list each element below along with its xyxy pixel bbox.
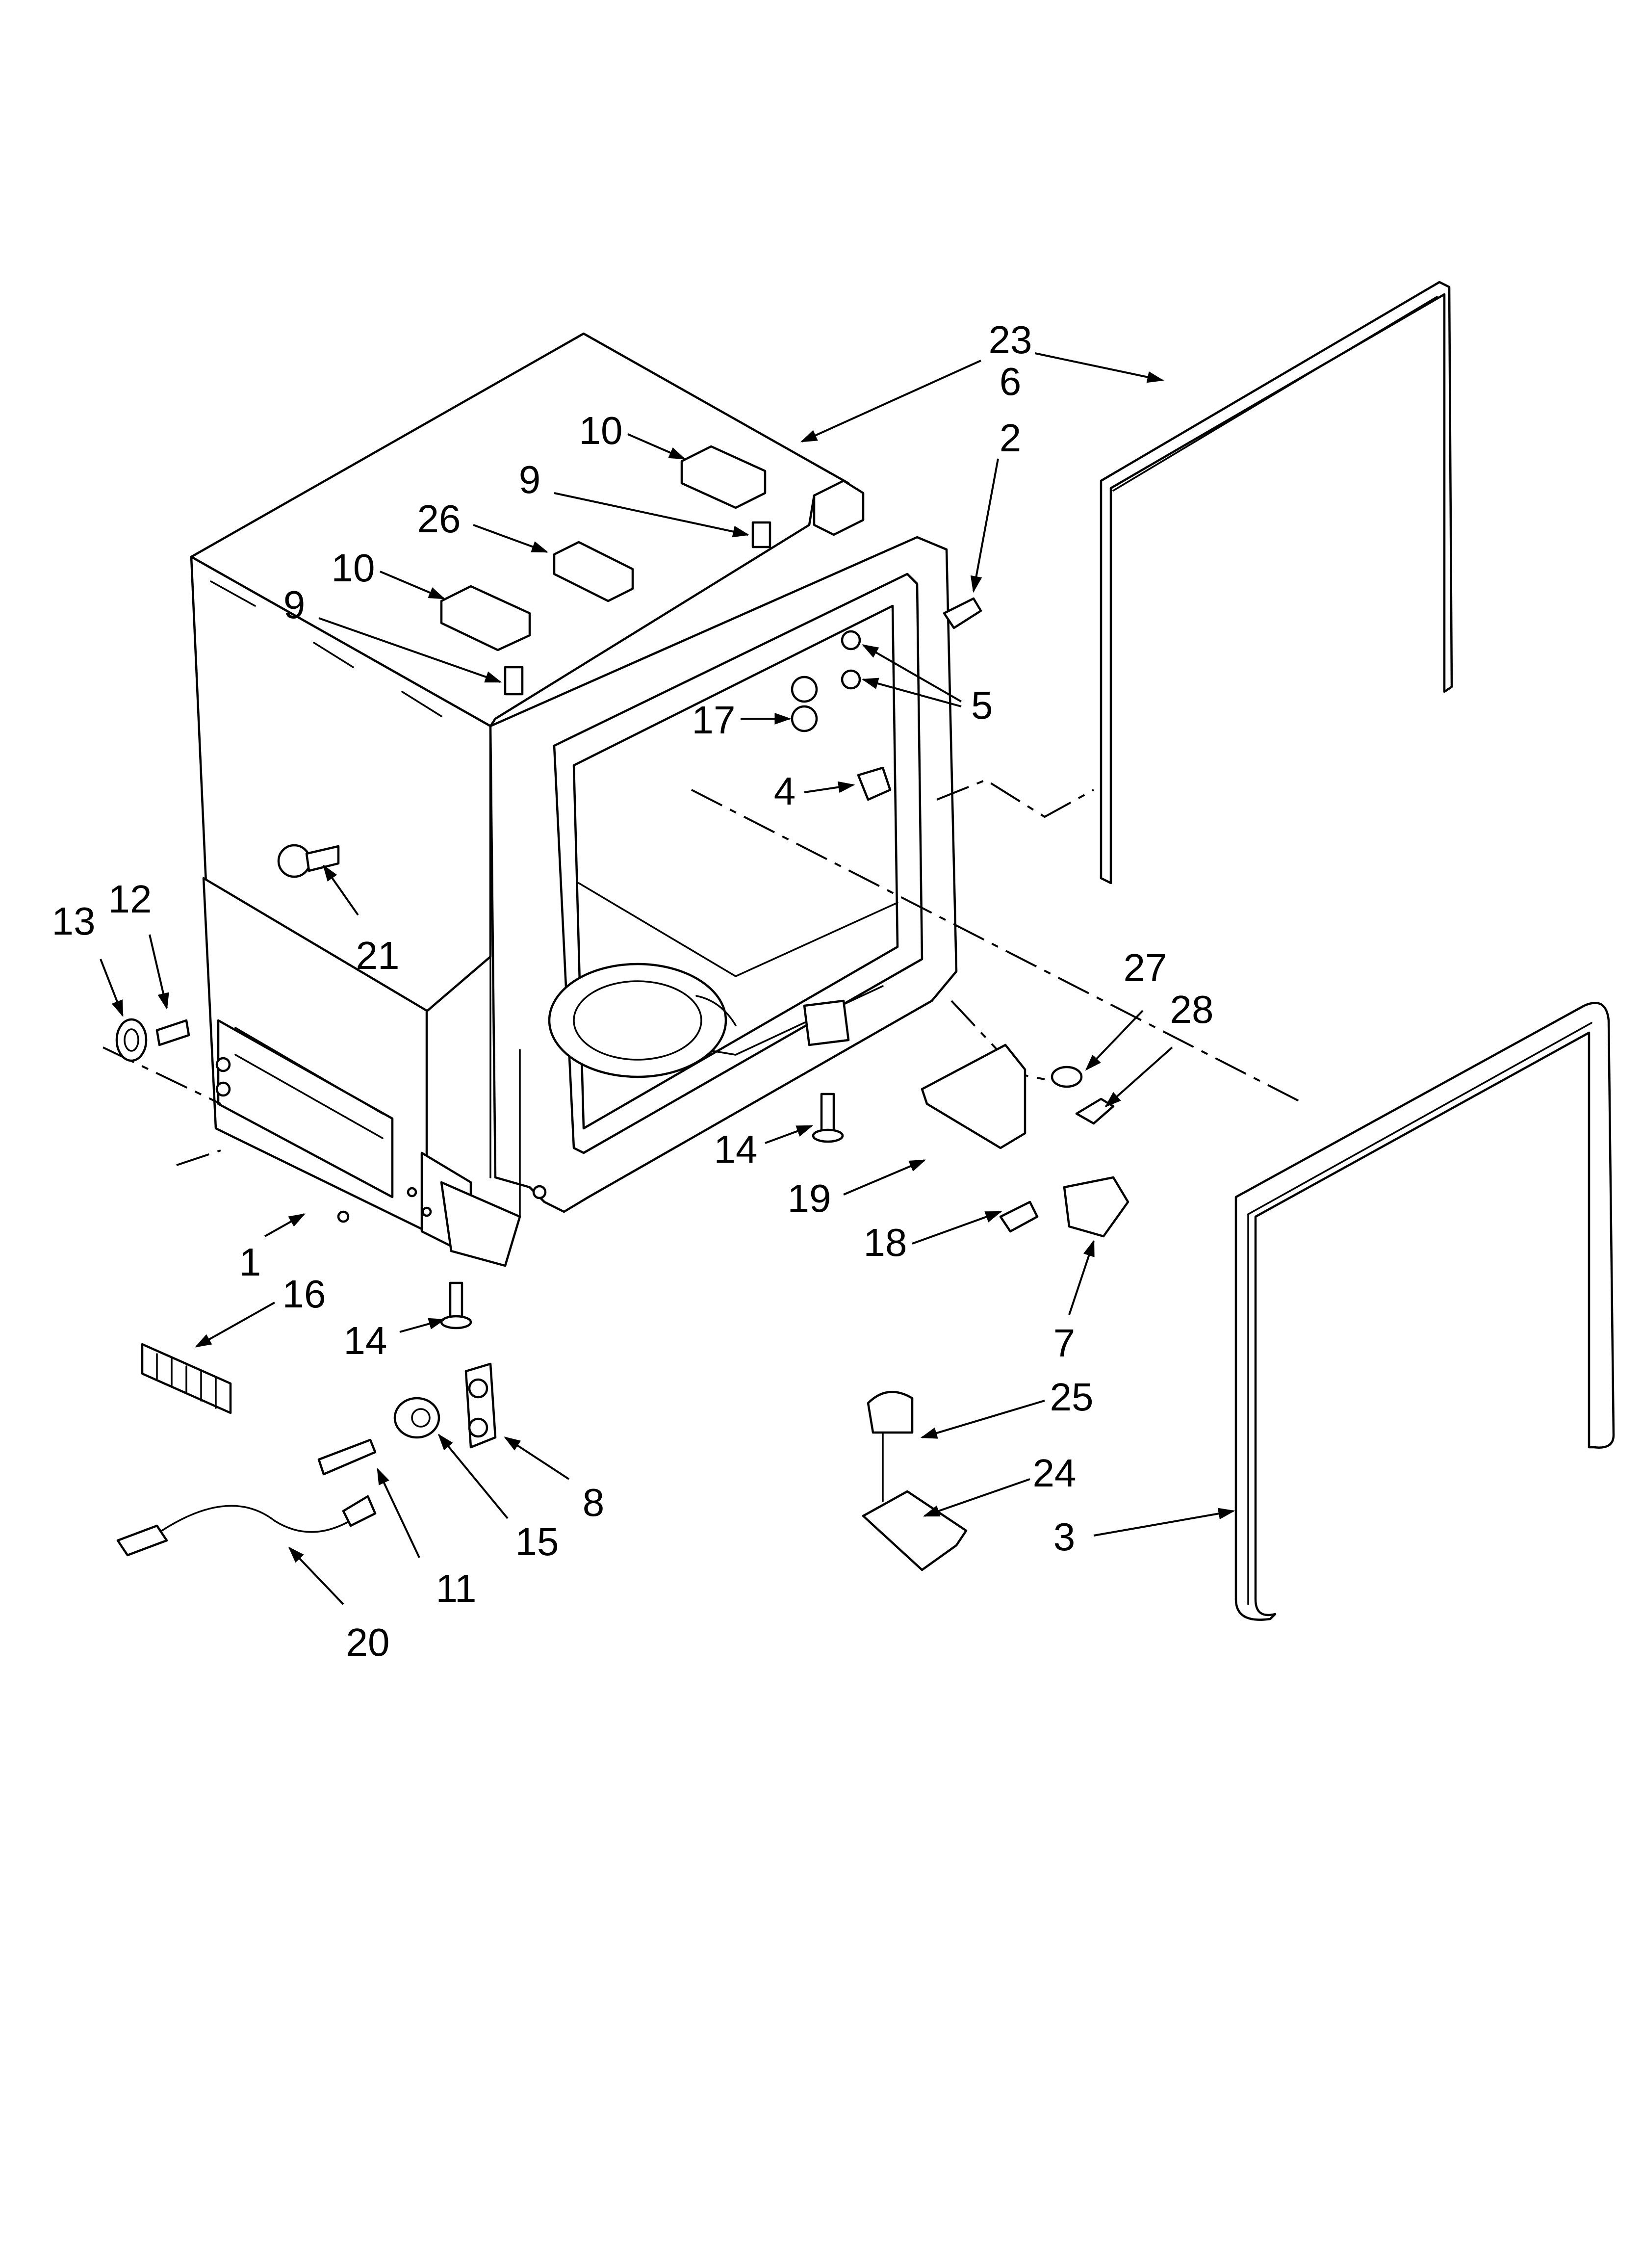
callout-8: 8 [583,1481,605,1524]
callout-19: 19 [788,1176,831,1220]
callout-10-top: 10 [579,409,623,452]
callout-26: 26 [417,497,461,541]
tub-gasket-bottom [1234,1002,1615,1621]
callout-6: 6 [1000,360,1022,403]
callout-3: 3 [1053,1515,1076,1559]
callout-9-top: 9 [519,458,541,501]
door-gasket-top [1100,281,1453,885]
callout-9-mid: 9 [283,583,306,626]
callout-25: 25 [1050,1375,1094,1419]
leader-arrows [100,352,1235,1605]
callout-28: 28 [1170,988,1214,1031]
callout-20: 20 [346,1620,390,1664]
callout-5: 5 [971,683,993,727]
callout-labels: 23 6 2 10 9 26 10 9 17 5 4 21 13 12 27 2… [52,318,1214,1664]
small-parts [115,445,1129,1571]
callout-1: 1 [239,1240,261,1284]
callout-14-right: 14 [714,1127,758,1171]
callout-24: 24 [1033,1451,1077,1495]
callout-2: 2 [1000,416,1022,460]
callout-12: 12 [108,877,152,921]
tub-assembly [190,332,958,1267]
callout-15: 15 [515,1520,559,1564]
callout-11: 11 [436,1566,476,1610]
callout-14-left: 14 [344,1319,387,1362]
callout-18: 18 [864,1221,907,1264]
callout-27: 27 [1124,946,1167,990]
callout-23: 23 [989,318,1032,362]
callout-4: 4 [774,769,796,813]
callout-16: 16 [282,1272,326,1316]
callout-7: 7 [1053,1321,1076,1365]
callout-17: 17 [692,698,736,742]
callout-13: 13 [52,899,96,943]
callout-21: 21 [356,934,400,977]
callout-10-mid: 10 [332,546,375,590]
